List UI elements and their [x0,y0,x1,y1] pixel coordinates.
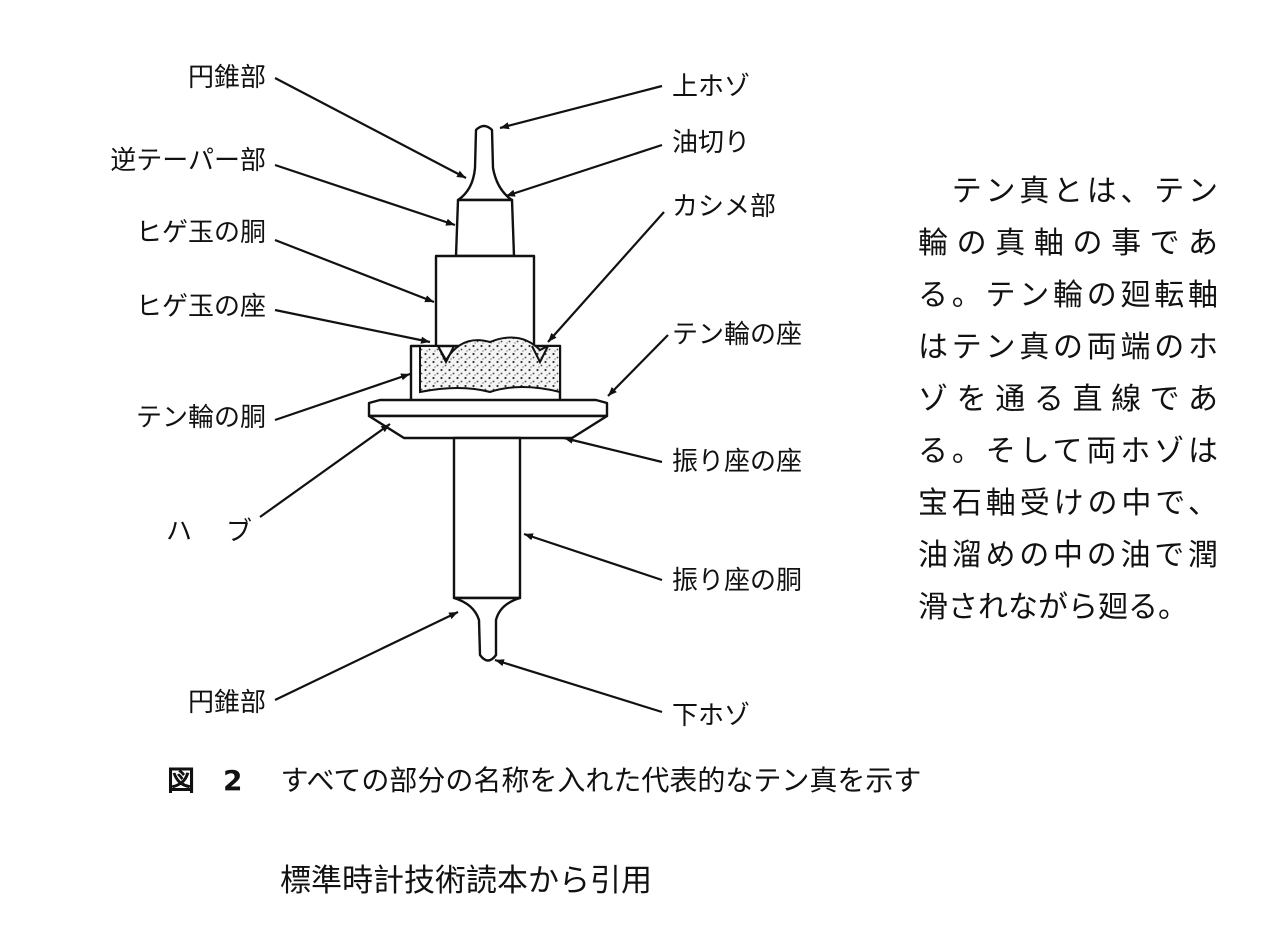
source-citation: 標準時計技術読本から引用 [280,863,652,899]
description-line: はテン真の両端のホ [918,330,1218,365]
label-caulking: カシメ部 [672,192,777,222]
hairspring-collet-body [434,254,536,352]
caulking-area [419,336,561,394]
description-line: ゾを通る直線であ [918,382,1218,417]
label-cone-bottom: 円錐部 [187,688,266,718]
description-line: テン真とは、テン [918,174,1218,209]
hub-roller-seat [367,414,609,440]
label-balance-wheel-seat: テン輪の座 [672,320,803,350]
label-reverse-taper: 逆テーパー部 [110,146,266,176]
figure-number: 図 2 [167,764,243,797]
description-line: る。テン輪の廻転軸 [918,278,1218,313]
lower-cone-and-pivot [452,596,522,662]
figure-caption: 図 2 すべての部分の名称を入れた代表的なテン真を示す [167,763,921,799]
upper-pivot-and-cone [456,124,514,202]
label-lower-pivot: 下ホゾ [672,701,751,731]
balance-wheel-seat [367,398,609,418]
label-roller-seat: 振り座の座 [672,447,803,477]
roller-body [452,436,522,600]
description-paragraph: テン真とは、テン 輪の真軸の事であ る。テン輪の廻転軸 はテン真の両端のホ ゾを… [918,166,1218,634]
description-line: る。そして両ホゾは [918,434,1218,469]
label-upper-pivot: 上ホゾ [672,72,751,102]
label-cone-top: 円錐部 [187,63,266,93]
figure-caption-text: すべての部分の名称を入れた代表的なテン真を示す [280,764,922,797]
description-line: 滑されながら廻る。 [918,590,1188,625]
label-hub: ハ ブ [166,517,257,547]
label-oil-cutter: 油切り [672,128,751,158]
reverse-taper-section [454,198,516,258]
label-roller-body: 振り座の胴 [672,566,803,596]
description-line: 宝石軸受けの中で、 [918,486,1218,521]
label-balance-wheel-body: テン輪の胴 [135,403,266,433]
label-hairspring-collet-body: ヒゲ玉の胴 [135,218,266,248]
description-line: 輪の真軸の事であ [918,226,1218,261]
label-hairspring-collet-seat: ヒゲ玉の座 [135,292,266,322]
description-line: 油溜めの中の油で潤 [918,538,1218,573]
